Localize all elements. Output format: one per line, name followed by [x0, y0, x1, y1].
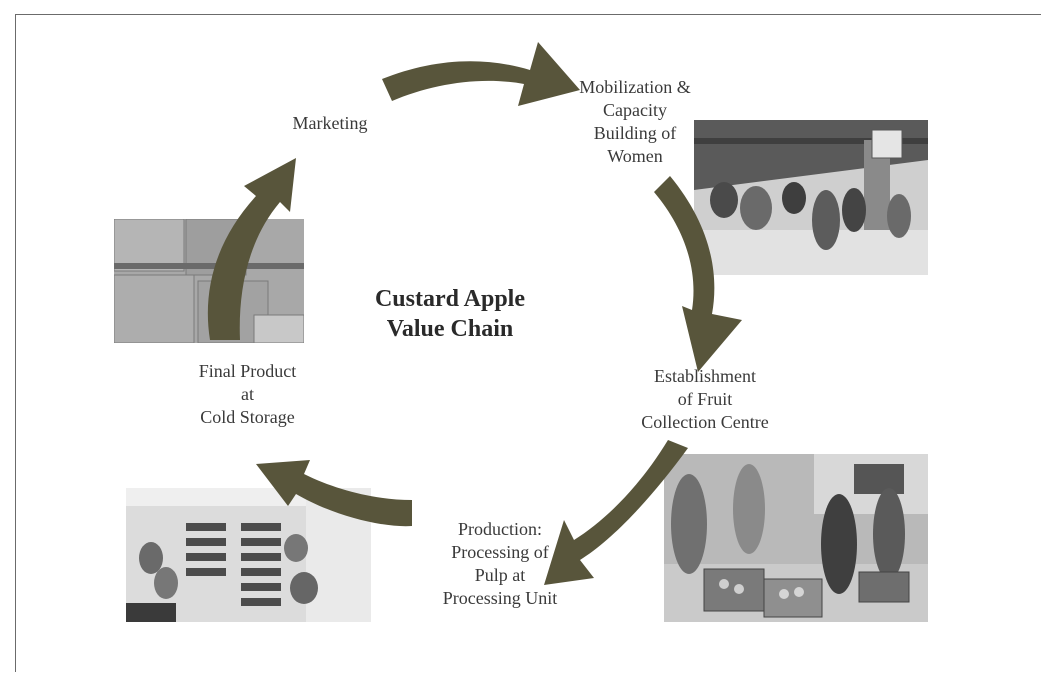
stage-label-production: Production: Processing of Pulp at Proces…	[442, 519, 558, 608]
arrow-production-to-final	[256, 460, 412, 527]
stage-label-marketing: Marketing	[292, 113, 368, 133]
mobilization-photo	[694, 120, 928, 275]
arrow-establishment-to-production	[544, 440, 688, 585]
collection-centre-photo	[664, 454, 928, 622]
arrow-marketing-to-mobilization	[382, 42, 580, 106]
diagram-frame	[15, 14, 1041, 672]
stage-label-establishment: Establishment of Fruit Collection Centre	[641, 366, 769, 432]
stage-label-final-product: Final Product at Cold Storage	[198, 361, 297, 427]
arrow-final-to-marketing	[207, 158, 296, 340]
processing-unit-photo	[126, 488, 371, 622]
diagram-title: Custard Apple Value Chain	[374, 286, 526, 342]
arrow-mobilization-to-establishment	[654, 176, 742, 372]
stage-label-mobilization: Mobilization & Capacity Building of Wome…	[579, 77, 691, 166]
